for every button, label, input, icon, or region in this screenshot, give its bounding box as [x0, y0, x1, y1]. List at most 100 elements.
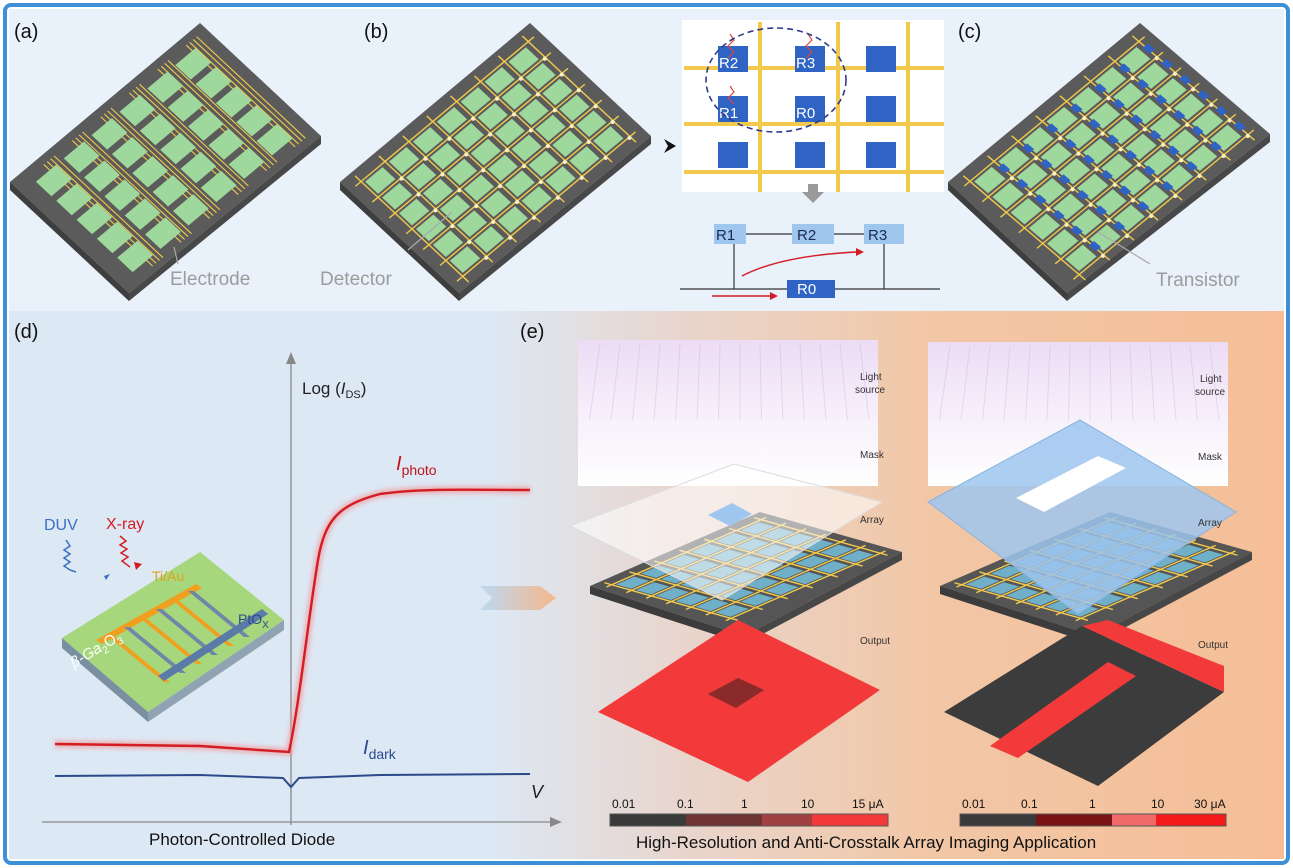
array-pad: [528, 150, 559, 178]
array-node: [399, 176, 404, 181]
array-pad: [525, 63, 556, 90]
array-node: [1245, 133, 1250, 138]
transistor-cell: [1142, 43, 1155, 54]
transistor-cell: [1058, 174, 1071, 185]
array-pad: [635, 582, 670, 595]
array-pad: [745, 577, 779, 590]
array-node: [1203, 138, 1208, 143]
crosstalk-signal-2: [805, 33, 813, 59]
transistor-cell: [1076, 189, 1089, 201]
array-pad: [463, 174, 495, 202]
scale-bar-right: [959, 813, 1227, 827]
array-pad: [432, 230, 464, 257]
array-label-right: Array: [1198, 518, 1222, 529]
electrode-line: [189, 41, 299, 145]
array-pad: [501, 82, 532, 110]
array-wire: [354, 175, 470, 283]
scale-left-tick-4: 10: [801, 797, 815, 811]
array-pad: [480, 190, 511, 218]
arrow-down: [802, 184, 824, 203]
chip-c: [948, 23, 1270, 301]
array-node: [1028, 191, 1033, 196]
finger-electrode: [108, 636, 170, 682]
output-left-spot: [708, 678, 764, 708]
array-node: [1173, 193, 1178, 198]
scale-right-tick-1: 0.01: [962, 797, 986, 811]
xray-label: X-ray: [106, 516, 144, 533]
array-pad: [63, 141, 100, 173]
light-ray: [819, 343, 827, 421]
array-node: [1124, 111, 1129, 116]
transistor-cell: [1112, 98, 1125, 110]
electrode-line: [78, 134, 189, 237]
array-pad: [616, 576, 650, 589]
transistor-cell: [1064, 138, 1077, 150]
array-pad: [195, 67, 232, 99]
array-node: [1149, 213, 1154, 218]
transistor-cell: [1118, 63, 1131, 74]
array-node: [1088, 202, 1093, 207]
array-node: [1154, 56, 1159, 61]
light-ray: [632, 343, 641, 421]
array-pad: [740, 593, 774, 606]
array-pad: [511, 134, 542, 162]
finger-electrode: [188, 591, 250, 637]
panel-b-label: (b): [364, 21, 388, 43]
mask-left-window: [708, 503, 752, 526]
array-node: [1221, 153, 1226, 158]
array-node: [1106, 218, 1111, 223]
array-pad: [399, 198, 430, 226]
transistor-cell: [1124, 149, 1138, 161]
array-pad: [446, 158, 478, 186]
array-node: [1148, 91, 1153, 96]
array-node: [423, 156, 428, 161]
light-ray: [610, 343, 621, 421]
transistor-grid: [962, 35, 1256, 281]
array-node: [1046, 207, 1051, 212]
array-pad: [1046, 229, 1079, 256]
transistor-cell: [1046, 123, 1059, 134]
array-pad: [1025, 593, 1059, 606]
array-node: [559, 72, 564, 77]
array-pad: [1010, 198, 1042, 225]
array-pad: [228, 147, 265, 179]
array-pad: [96, 221, 133, 254]
electrode-grid: [35, 36, 306, 273]
scale-right-tick-4: 10: [1151, 797, 1165, 811]
array-pad: [720, 588, 754, 601]
light-ray: [1046, 345, 1051, 421]
light-ray: [1025, 345, 1031, 421]
crosstalk-diagram: R2 R3 R1 R0: [682, 20, 944, 192]
array-node: [1130, 198, 1135, 203]
array-pad: [497, 206, 528, 233]
array-pad: [494, 118, 525, 146]
array-pad: [840, 550, 874, 563]
array-node: [531, 215, 536, 220]
array-pad: [800, 539, 834, 552]
array-node: [495, 96, 500, 101]
array-pad: [695, 598, 729, 612]
array-pad: [715, 604, 749, 617]
electrode-pointer: [173, 246, 179, 265]
array-pad: [1028, 213, 1061, 240]
array-pad: [1005, 587, 1040, 600]
array-pad: [484, 67, 515, 94]
transistor-cell: [1161, 181, 1174, 192]
array-node: [603, 155, 608, 160]
array-node: [535, 92, 540, 97]
transistor-cell: [1143, 165, 1156, 176]
array-node: [447, 136, 452, 141]
array-pad: [559, 94, 590, 122]
array-pad: [76, 202, 113, 235]
electrode-line: [53, 155, 164, 258]
array-node: [471, 116, 476, 121]
light-ray: [779, 343, 784, 421]
light-ray: [718, 343, 721, 421]
transistor-callout: Transistor: [1156, 270, 1240, 291]
array-pad: [200, 170, 237, 203]
mask-right: [927, 419, 1237, 615]
arrow-to-crosstalk: [664, 139, 676, 153]
transistor-cell: [1021, 143, 1035, 154]
array-node: [586, 140, 591, 145]
transistor-cell: [1070, 103, 1083, 114]
